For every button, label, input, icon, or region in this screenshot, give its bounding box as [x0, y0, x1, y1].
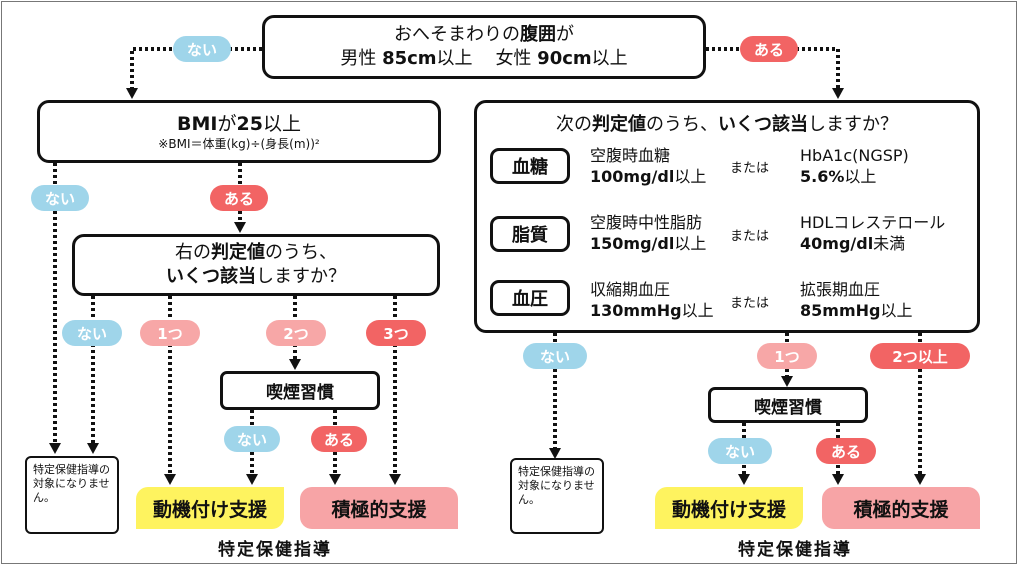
arrowhead — [781, 376, 793, 387]
arrowhead — [289, 359, 301, 370]
criterion-blood-pressure: 血圧 — [490, 280, 570, 316]
three-count-pill: 3つ — [366, 320, 426, 346]
criterion-b: HbA1c(NGSP)5.6%以上 — [800, 146, 909, 186]
two-count-pill: 2つ — [266, 320, 326, 346]
smoking-label: 喫煙習慣 — [266, 383, 334, 403]
smoking-box-right: 喫煙習慣 — [708, 387, 868, 423]
smoking-box-left: 喫煙習慣 — [220, 371, 380, 410]
one-count-pill: 1つ — [140, 320, 200, 346]
bmi-line: BMIが25以上 — [177, 112, 301, 135]
not-target-note-right: 特定保健指導の対象になりません。 — [510, 458, 604, 534]
waist-question-box: おへそまわりの腹囲が 男性 85cm以上 女性 90cm以上 — [262, 15, 706, 79]
criterion-blood-sugar: 血糖 — [490, 148, 570, 184]
yes-pill: ある — [210, 185, 268, 211]
yes-pill: ある — [816, 438, 876, 464]
smoking-label: 喫煙習慣 — [754, 397, 822, 418]
arrowhead — [87, 443, 99, 454]
left-count-question-box: 右の判定値のうち、 いくつ該当しますか？ — [72, 234, 440, 296]
one-count-pill: 1つ — [757, 343, 817, 369]
no-pill: ない — [31, 185, 89, 211]
arrowhead — [164, 474, 176, 485]
or-label: または — [730, 161, 770, 176]
program-footer-left: 特定保健指導 — [218, 540, 332, 560]
criterion-lipid: 脂質 — [490, 216, 570, 252]
arrowhead — [234, 222, 246, 233]
arrowhead — [914, 474, 926, 485]
program-footer-right: 特定保健指導 — [738, 540, 852, 560]
or-label: または — [730, 229, 770, 244]
not-target-note-left: 特定保健指導の対象になりません。 — [25, 456, 119, 534]
active-support-left: 積極的支援 — [300, 487, 458, 529]
arrowhead — [549, 448, 561, 459]
arrowhead — [126, 88, 138, 99]
no-pill: ない — [708, 438, 772, 464]
motivation-support-right: 動機付け支援 — [655, 487, 803, 529]
or-label: または — [730, 296, 770, 311]
arrowhead — [832, 474, 844, 485]
left-question-line1: 右の判定値のうち、 — [175, 242, 337, 263]
motivation-support-left: 動機付け支援 — [136, 487, 284, 529]
two-or-more-pill: 2つ以上 — [870, 343, 970, 369]
waist-line1: おへそまわりの腹囲が — [394, 24, 574, 45]
arrowhead — [389, 474, 401, 485]
no-pill: ない — [523, 343, 587, 369]
bmi-note: ※BMI＝体重(kg)÷(身長(m))² — [158, 136, 320, 151]
left-question-line2: いくつ該当しますか？ — [166, 266, 346, 287]
yes-pill: ある — [740, 36, 798, 62]
arrowhead — [246, 474, 258, 485]
yes-pill: ある — [311, 426, 367, 452]
no-pill: ない — [62, 320, 122, 346]
arrowhead — [738, 474, 750, 485]
criteria-question: 次の判定値のうち、いくつ該当しますか？ — [556, 114, 898, 135]
no-pill: ない — [173, 36, 231, 62]
no-pill: ない — [224, 426, 280, 452]
bmi-question-box: BMIが25以上 ※BMI＝体重(kg)÷(身長(m))² — [37, 100, 441, 163]
arrowhead — [832, 88, 844, 99]
waist-line2: 男性 85cm以上 女性 90cm以上 — [340, 48, 628, 69]
arrowhead — [329, 474, 341, 485]
active-support-right: 積極的支援 — [822, 487, 980, 529]
arrowhead — [49, 443, 61, 454]
